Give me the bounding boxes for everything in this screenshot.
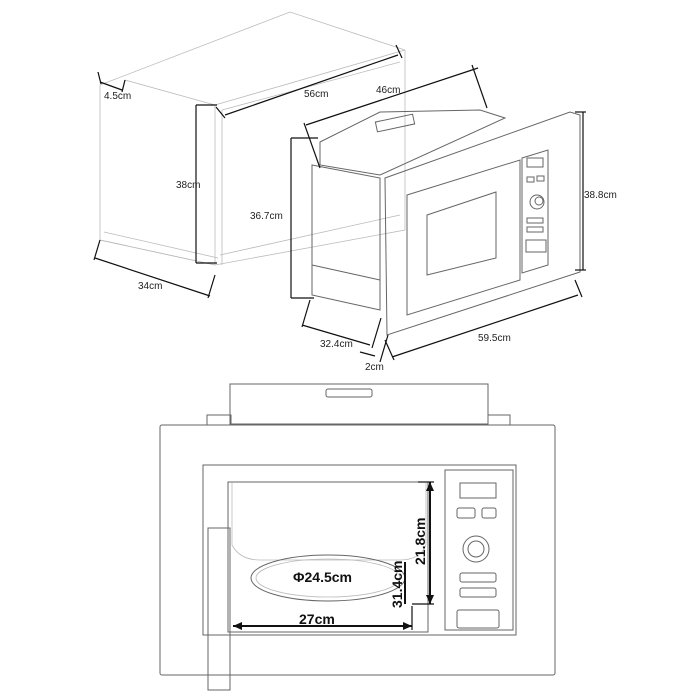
- label-niche-depth: 34cm: [138, 281, 162, 292]
- appliance-isometric: [290, 64, 586, 363]
- label-turntable-diameter: Φ24.5cm: [293, 569, 352, 585]
- label-body-depth: 46cm: [376, 85, 400, 96]
- label-cavity-height: 21.8cm: [412, 518, 428, 565]
- label-body-side: 32.4cm: [320, 339, 353, 350]
- appliance-front: [159, 383, 556, 691]
- label-niche-width: 56cm: [304, 89, 328, 100]
- label-body-height: 36.7cm: [250, 211, 283, 222]
- label-cavity-width: 27cm: [299, 611, 335, 627]
- cabinet-niche: [93, 11, 406, 299]
- label-frame-depth: 4.5cm: [104, 91, 131, 102]
- label-frame-height: 38.8cm: [584, 190, 617, 201]
- label-cavity-depth: 31.4cm: [389, 561, 405, 608]
- label-niche-height: 38cm: [176, 180, 200, 191]
- label-frame-thickness: 2cm: [365, 362, 384, 373]
- label-frame-width: 59.5cm: [478, 333, 511, 344]
